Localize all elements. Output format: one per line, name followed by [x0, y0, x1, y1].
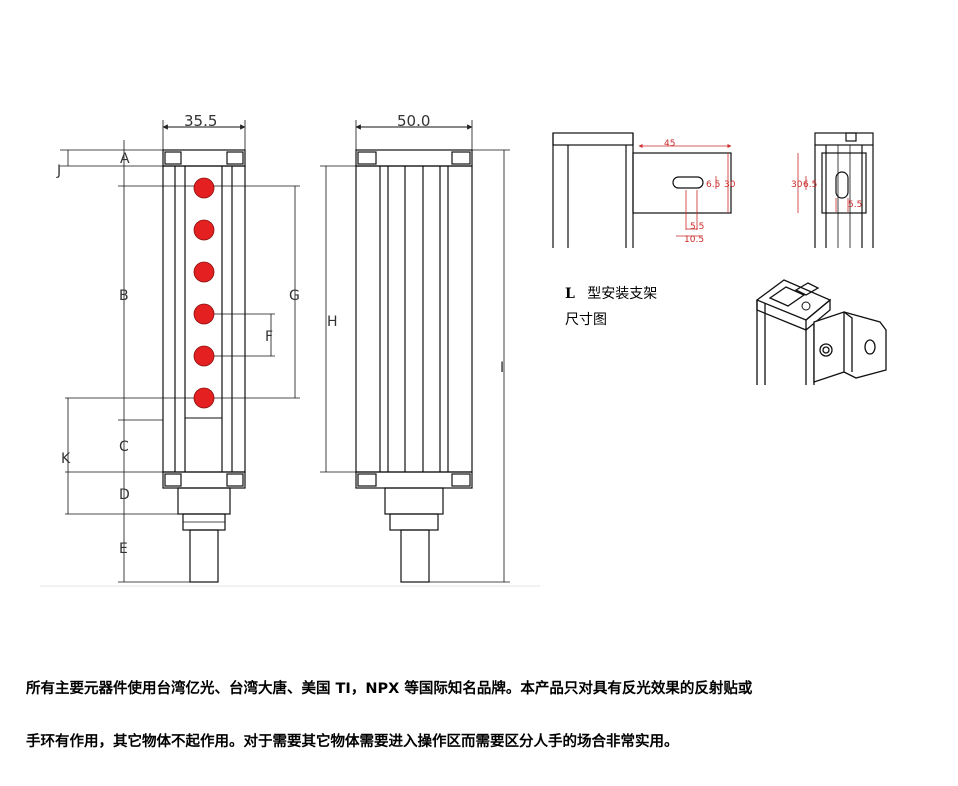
side-dim-30: 30: [791, 180, 803, 190]
dim-6-5: 6.5: [706, 180, 720, 190]
dim-5-5: 5.5: [690, 222, 704, 232]
bracket-side-dimensions: [797, 153, 849, 213]
emitter-dot: [193, 387, 215, 409]
dim-10-5: 10.5: [684, 235, 704, 245]
side-dim-6-5: 6.5: [803, 180, 817, 190]
label-d: D: [119, 487, 130, 503]
front-view: [60, 120, 300, 583]
bracket-caption-line2: 尺寸图: [565, 312, 607, 328]
description-line2: 手环有作用，其它物体不起作用。对于需要其它物体需要进入操作区而需要区分人手的场合…: [26, 734, 679, 750]
emitter-dot: [193, 303, 215, 325]
label-c: C: [119, 439, 129, 455]
bracket-caption-line1: L 型安装支架: [565, 283, 657, 303]
label-f: F: [265, 329, 273, 345]
label-e: E: [119, 541, 128, 557]
dim-width-front: 35.5: [184, 112, 217, 130]
dim-45: 45: [664, 139, 675, 149]
bracket-front-dimensions: [638, 144, 732, 237]
side-view-labels: 50.0 H I: [327, 112, 504, 376]
bracket-front-dim-labels: 45 6.5 30 5.5 10.5: [664, 139, 736, 245]
label-j: J: [56, 163, 61, 179]
label-a: A: [120, 151, 130, 167]
label-k: K: [61, 451, 71, 467]
emitter-dot: [193, 345, 215, 367]
front-view-labels: 35.5 A J B G F C K D E: [56, 112, 300, 557]
label-h: H: [327, 314, 338, 330]
label-g: G: [289, 288, 300, 304]
side-dim-5-5: 5.5: [848, 200, 862, 210]
bracket-side-dim-labels: 30 6.5 5.5: [791, 180, 862, 210]
emitter-dot: [193, 219, 215, 241]
bracket-isometric: [755, 279, 887, 385]
dim-width-side: 50.0: [397, 112, 430, 130]
emitter-dot: [193, 177, 215, 199]
dim-30: 30: [724, 180, 736, 190]
bracket-caption-prefix: L: [565, 286, 575, 302]
emitter-group: [193, 177, 215, 409]
label-i: I: [500, 360, 504, 376]
bracket-detail-front: [552, 132, 732, 248]
description-line1: 所有主要元器件使用台湾亿光、台湾大唐、美国 TI，NPX 等国际知名品牌。本产品…: [26, 681, 753, 697]
bracket-nut-icon: [801, 301, 811, 311]
label-b: B: [119, 288, 129, 304]
emitter-dot: [193, 261, 215, 283]
bracket-caption-title: 型安装支架: [587, 286, 658, 302]
side-view: [320, 120, 510, 583]
bracket-detail-side: [814, 132, 874, 248]
